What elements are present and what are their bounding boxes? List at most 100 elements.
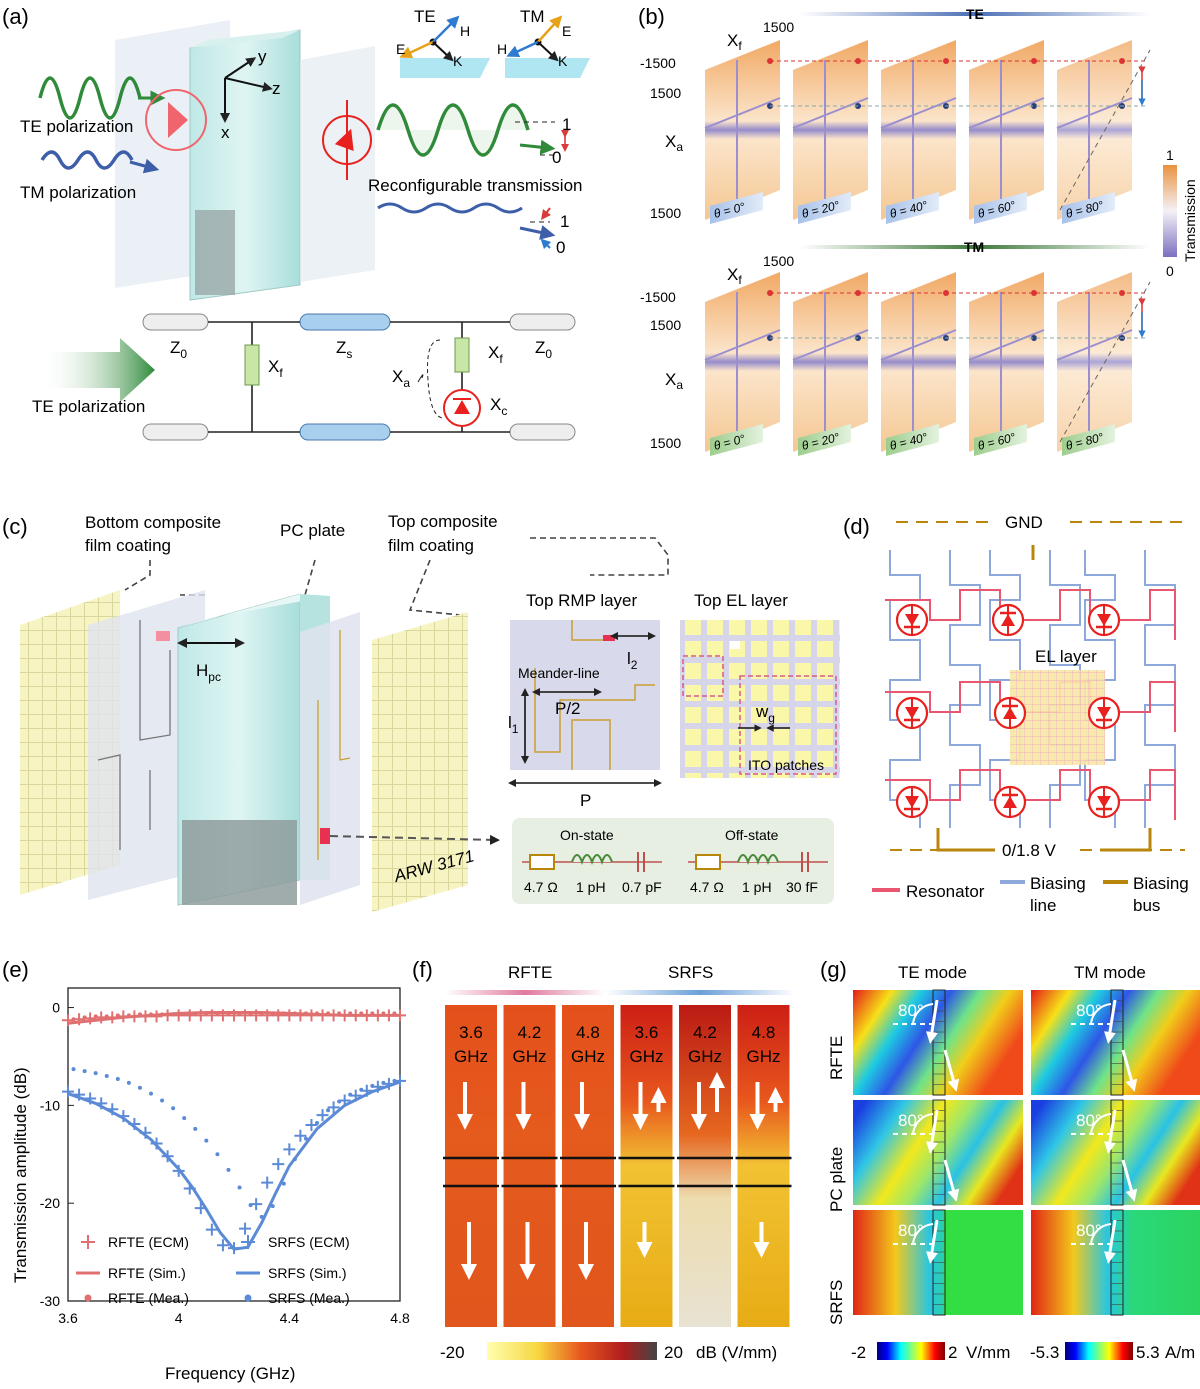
te-diagonal bbox=[1059, 49, 1151, 211]
legend-biasing-bus-1: Biasing bbox=[1133, 874, 1189, 893]
angle-arc-rfte-0 bbox=[912, 1003, 934, 1025]
freq-unit-2: GHz bbox=[571, 1047, 605, 1066]
point-rfte-mea-3 bbox=[104, 1014, 109, 1019]
tm-xa-label: X bbox=[665, 370, 676, 389]
point-rfte-mea-29 bbox=[392, 1011, 397, 1016]
z0-sub-right: 0 bbox=[545, 347, 552, 361]
p-label: P bbox=[580, 791, 591, 810]
off-state-label: Off-state bbox=[725, 827, 779, 843]
xa-bracket bbox=[427, 339, 443, 419]
srfs-title-bar bbox=[605, 990, 795, 995]
point-rfte-mea-1 bbox=[82, 1015, 87, 1020]
point-rfte-mea-6 bbox=[137, 1012, 142, 1017]
point-rfte-mea-8 bbox=[160, 1012, 165, 1017]
tm-xa-sub: a bbox=[676, 378, 683, 392]
polarizer-arrow-1 bbox=[168, 102, 188, 138]
panel-label-f: (f) bbox=[412, 957, 433, 982]
diode-3 bbox=[895, 696, 929, 730]
x-tick-label-2: 4.4 bbox=[280, 1310, 300, 1326]
level-0-bottom: 0 bbox=[556, 238, 565, 257]
f-cbar-max: 20 bbox=[664, 1343, 683, 1362]
point-srfs-mea-26 bbox=[359, 1087, 364, 1092]
y-tick-label-0: 0 bbox=[52, 1000, 60, 1016]
top-meander-lines bbox=[317, 630, 351, 860]
rmp-unit-cell bbox=[510, 620, 660, 770]
tm-v-mid1: -1500 bbox=[640, 289, 676, 305]
field-colorbar bbox=[487, 1342, 657, 1360]
te-angle-tag-bg-1 bbox=[798, 192, 851, 224]
plot-series bbox=[62, 1009, 406, 1255]
point-rfte-mea-5 bbox=[126, 1013, 131, 1018]
el-layer-label: EL layer bbox=[1035, 647, 1097, 666]
pc-slab-top bbox=[190, 30, 300, 48]
circuit-state-box bbox=[512, 818, 834, 904]
pc-plate-label: PC plate bbox=[280, 521, 345, 540]
xf-label-left: X bbox=[268, 357, 279, 376]
x-tick-label-0: 3.6 bbox=[58, 1310, 78, 1326]
tm-wave-transmitted bbox=[377, 202, 523, 214]
top-diode-chip bbox=[320, 828, 330, 844]
plot-legend: RFTE (ECM)RFTE (Sim.)RFTE (Mea.)SRFS (EC… bbox=[76, 1234, 350, 1306]
z0-sub-left: 0 bbox=[180, 347, 187, 361]
point-rfte-mea-16 bbox=[248, 1011, 253, 1016]
tm-polarization-label: TM polarization bbox=[20, 183, 136, 202]
point-srfs-ecm-22 bbox=[305, 1118, 318, 1131]
tm-v-top: 1500 bbox=[763, 253, 794, 269]
level-0-top: 0 bbox=[552, 148, 561, 167]
point-srfs-mea-1 bbox=[82, 1069, 87, 1074]
te-angle-tag-bg-0 bbox=[710, 192, 763, 224]
svg-text:Z0: Z0 bbox=[170, 338, 187, 361]
freq-unit-1: GHz bbox=[513, 1047, 547, 1066]
te-e-label: E bbox=[396, 41, 405, 57]
ito-highlight-2 bbox=[739, 675, 837, 775]
point-srfs-ecm-20 bbox=[283, 1143, 296, 1156]
point-srfs-ecm-0 bbox=[62, 1085, 74, 1098]
point-srfs-mea-8 bbox=[160, 1098, 165, 1103]
tm-angle-tag-bg-3 bbox=[974, 424, 1027, 456]
te-tile-h-resonance-0 bbox=[704, 97, 781, 129]
tm-k-vector bbox=[537, 41, 559, 62]
point-srfs-ecm-23 bbox=[316, 1109, 329, 1122]
tm-tile-h-resonance-1 bbox=[792, 329, 869, 361]
off-state-circuit bbox=[688, 852, 828, 872]
top-rmp-title: Top RMP layer bbox=[526, 591, 638, 610]
point-srfs-mea-15 bbox=[237, 1185, 242, 1190]
te-angle-tag-4: θ = 80° bbox=[1062, 192, 1115, 224]
incident-ray-srfs-0 bbox=[926, 1219, 939, 1264]
te-v-top: 1500 bbox=[763, 19, 794, 35]
te-wave-transmitted bbox=[376, 103, 530, 157]
point-rfte-mea-13 bbox=[215, 1011, 220, 1016]
point-rfte-ecm-20 bbox=[283, 1009, 296, 1022]
svg-text:Zs: Zs bbox=[336, 338, 352, 361]
point-srfs-mea-28 bbox=[381, 1080, 386, 1085]
z0-line-left-bottom bbox=[142, 423, 209, 441]
series-rfte-sim bbox=[67, 1011, 400, 1025]
legend-marker-0 bbox=[81, 1235, 95, 1249]
point-srfs-mea-25 bbox=[348, 1092, 353, 1097]
freq-value-3: 3.6 bbox=[635, 1023, 659, 1042]
el-cutout bbox=[730, 641, 740, 649]
point-rfte-ecm-19 bbox=[272, 1009, 285, 1022]
point-rfte-mea-17 bbox=[259, 1011, 264, 1016]
level-1-top: 1 bbox=[562, 115, 571, 134]
series-srfs-sim bbox=[67, 1080, 401, 1251]
diode-triangle-a bbox=[334, 128, 354, 151]
angle-label-pc-plate-0: 80° bbox=[898, 1111, 924, 1130]
svg-text:l2: l2 bbox=[627, 649, 638, 672]
point-srfs-ecm-18 bbox=[261, 1176, 274, 1189]
panel-label-c: (c) bbox=[2, 514, 28, 539]
point-srfs-mea-4 bbox=[115, 1076, 120, 1081]
tm-v-bot: 1500 bbox=[650, 435, 681, 451]
tm-v-mid2: 1500 bbox=[650, 317, 681, 333]
te-e-vector bbox=[399, 40, 434, 59]
point-rfte-mea-24 bbox=[337, 1011, 342, 1016]
angle-label-rfte-1: 80° bbox=[1076, 1001, 1102, 1020]
resonator-2 bbox=[885, 769, 1176, 820]
off-c-value: 30 fF bbox=[786, 879, 818, 895]
incident-ray-rfte-0 bbox=[926, 999, 939, 1044]
tm-tile-4 bbox=[1057, 272, 1132, 452]
gnd-label: GND bbox=[1005, 513, 1043, 532]
te-polarization-circuit-label: TE polarization bbox=[32, 397, 145, 416]
svg-text:Z0: Z0 bbox=[535, 338, 552, 361]
